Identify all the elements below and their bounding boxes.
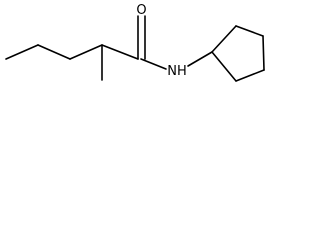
ring-bond-3 — [262, 35, 265, 71]
bond-c2-c1 — [101, 44, 139, 60]
oxygen-atom-label: O — [136, 3, 146, 18]
ring-bond-1 — [211, 25, 237, 53]
bond-c4-c3 — [37, 44, 71, 60]
nh-atom-label: NH — [167, 64, 187, 79]
chemical-structure-diagram: O NH — [5, 3, 265, 82]
ring-bond-4 — [235, 69, 265, 82]
bond-n-ring — [187, 51, 213, 67]
bond-c1-n — [140, 58, 167, 70]
ring-bond-2 — [235, 25, 264, 37]
bond-c5-c4 — [5, 44, 39, 60]
ring-bond-5 — [211, 51, 237, 82]
bond-c3-c2 — [69, 44, 103, 60]
